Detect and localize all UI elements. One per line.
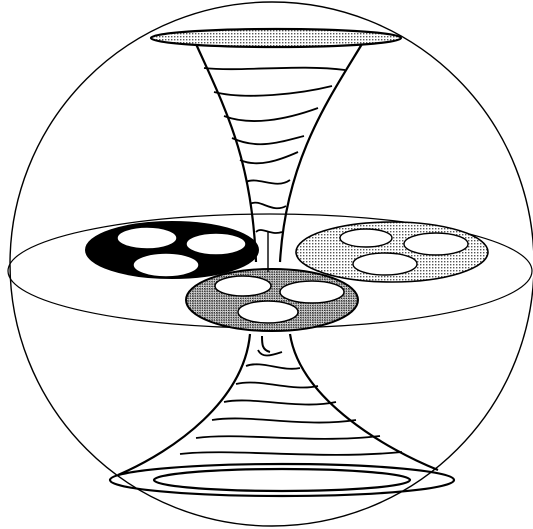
upper-tube-bands bbox=[204, 68, 345, 233]
dark-disc-hole-3 bbox=[133, 253, 199, 277]
dark-disc-hole-2 bbox=[186, 233, 246, 255]
lower-base-inner bbox=[154, 469, 410, 491]
light-stippled-disc bbox=[296, 222, 488, 282]
mid-disc-hole-2 bbox=[280, 281, 344, 303]
mid-disc-hole-1 bbox=[215, 276, 271, 296]
light-disc-hole-3 bbox=[353, 253, 417, 275]
dark-disc bbox=[86, 222, 258, 278]
mid-stippled-disc bbox=[186, 269, 358, 331]
lower-tube-bands bbox=[180, 350, 402, 455]
lower-tube-hook bbox=[262, 336, 270, 352]
upper-cap bbox=[151, 29, 401, 47]
dark-disc-hole-1 bbox=[117, 227, 177, 249]
light-disc-hole-2 bbox=[404, 233, 468, 255]
mid-disc-hole-3 bbox=[238, 301, 298, 323]
light-disc-hole-1 bbox=[340, 229, 392, 247]
